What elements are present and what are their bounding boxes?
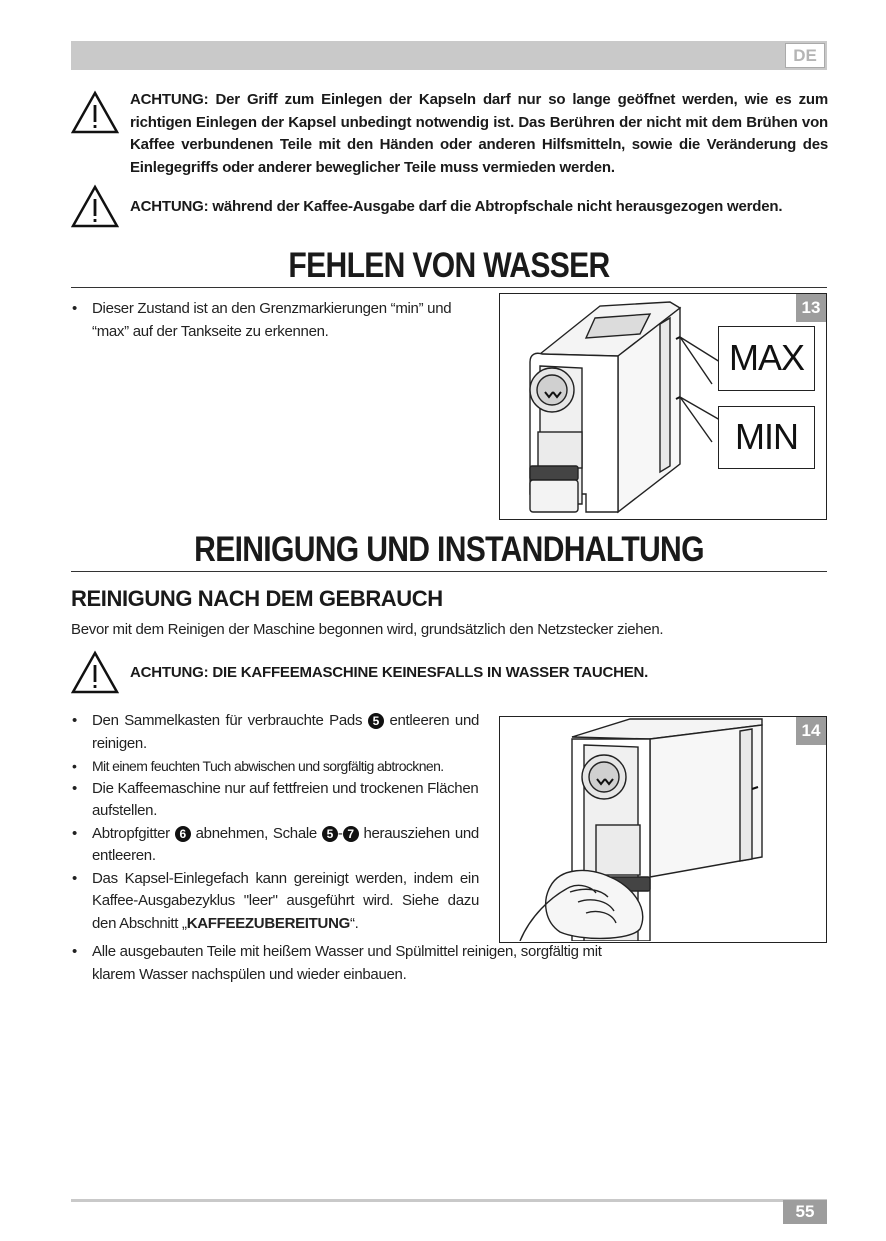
- water-bullet-list: Dieser Zustand ist an den Grenzmarkierun…: [71, 298, 479, 343]
- list-item: Abtropfgitter 6 abnehmen, Schale 5-7 her…: [71, 823, 479, 868]
- section-rule: [71, 571, 827, 572]
- section-title-water: FEHLEN VON WASSER: [288, 246, 610, 285]
- warning-triangle-icon: [70, 650, 120, 694]
- part-reference: 5: [321, 825, 338, 842]
- list-item: Das Kapsel-Einlegefach kann gereinigt we…: [71, 868, 479, 936]
- cleaning-intro: Bevor mit dem Reinigen der Maschine bego…: [71, 621, 664, 638]
- coffee-machine-illustration: [529, 301, 721, 514]
- section-reference: KAFFEEZUBEREITUNG: [186, 914, 351, 932]
- min-marker-callout: MIN: [718, 406, 815, 469]
- part-reference: 5: [367, 713, 384, 729]
- list-item: Mit einem feuchten Tuch abwischen und so…: [71, 755, 479, 778]
- figure-14: 14: [499, 716, 827, 943]
- list-item: Alle ausgebauten Teile mit heißem Wasser…: [71, 941, 631, 986]
- max-marker-callout: MAX: [718, 326, 815, 391]
- section-rule: [71, 287, 827, 288]
- section-title-cleaning: REINIGUNG UND INSTANDHALTUNG: [194, 530, 704, 569]
- header-bar: DE: [71, 41, 827, 70]
- footer-rule: [71, 1199, 827, 1202]
- list-item: Die Kaffeemaschine nur auf fettfreien un…: [71, 778, 479, 823]
- list-item: Dieser Zustand ist an den Grenzmarkierun…: [71, 298, 479, 343]
- figure-13: 13 MAX MIN: [499, 293, 827, 520]
- part-reference: 7: [342, 825, 359, 842]
- cleaning-bullet-list: Den Sammelkasten für verbrauchte Pads 5 …: [71, 710, 479, 935]
- figure-number: 13: [796, 294, 826, 322]
- cleaning-illustration: [519, 718, 763, 941]
- warning-triangle-icon: [70, 90, 120, 134]
- warning-capsule-handle: ACHTUNG: Der Griff zum Einlegen der Kaps…: [130, 91, 828, 176]
- warning-triangle-icon: [70, 184, 120, 228]
- subsection-title: REINIGUNG NACH DEM GEBRAUCH: [71, 586, 443, 611]
- warning-no-water: ACHTUNG: DIE KAFFEEMASCHINE KEINESFALLS …: [130, 664, 649, 681]
- cleaning-bullet-list-wide: Alle ausgebauten Teile mit heißem Wasser…: [71, 941, 631, 986]
- list-item: Den Sammelkasten für verbrauchte Pads 5 …: [71, 710, 479, 755]
- part-reference: 6: [174, 825, 191, 842]
- language-badge: DE: [785, 43, 825, 68]
- page-number: 55: [783, 1200, 827, 1224]
- warning-drip-tray: ACHTUNG: während der Kaffee-Ausgabe darf…: [130, 198, 783, 215]
- figure-number: 14: [796, 717, 826, 745]
